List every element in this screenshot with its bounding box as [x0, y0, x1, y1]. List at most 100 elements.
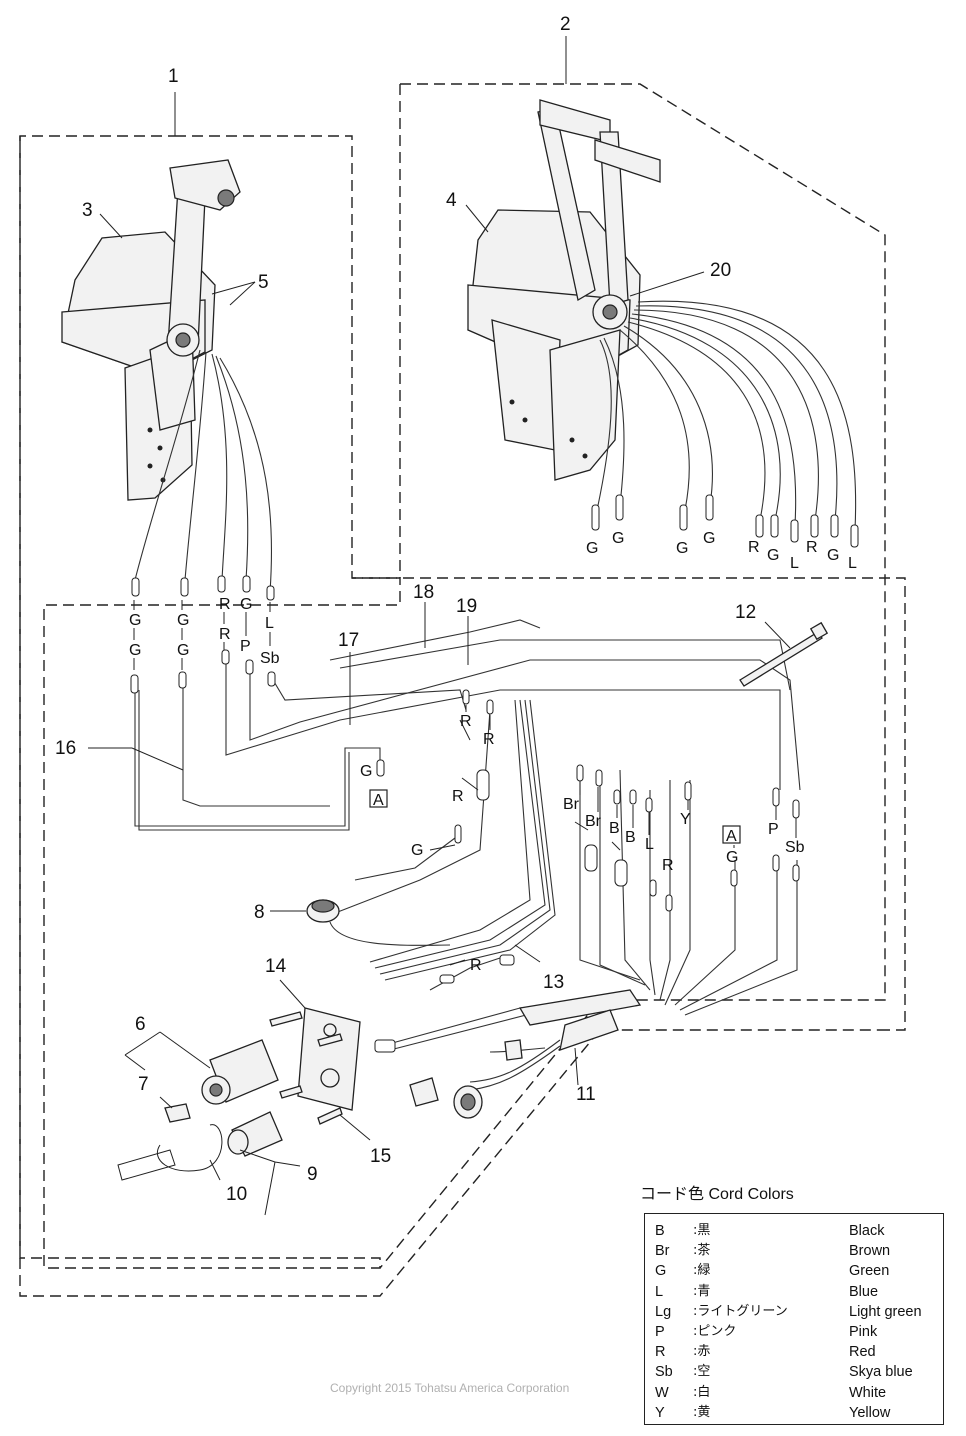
wire-label: R	[219, 626, 231, 643]
wire-label: G	[676, 540, 688, 557]
extension-harness	[130, 619, 801, 1119]
wire-label: Sb	[785, 839, 805, 856]
wire-label: R	[662, 857, 674, 874]
legend-code: R	[655, 1344, 666, 1361]
legend-row: L :青 Blue	[655, 1282, 943, 1302]
wire-label: R	[806, 539, 818, 556]
legend-english: Green	[849, 1263, 890, 1280]
legend-code: W	[655, 1384, 669, 1401]
copyright-text: Copyright 2015 Tohatsu America Corporati…	[330, 1381, 570, 1395]
wire-label: L	[848, 555, 857, 572]
ref-marker-a: A	[373, 792, 384, 809]
legend-english: Pink	[849, 1323, 878, 1340]
legend-code: Br	[655, 1243, 670, 1260]
legend-code: B	[655, 1223, 665, 1239]
wire-labels-top-row: G G G G R R G P L Sb	[129, 596, 280, 670]
legend-english: Blue	[849, 1283, 879, 1300]
wire-label: R	[452, 788, 464, 805]
wire-label: G	[177, 612, 189, 629]
legend-english: Black	[849, 1223, 885, 1239]
callout-4: 4	[446, 190, 457, 211]
callout-13: 13	[543, 972, 564, 993]
wire-label: B	[609, 820, 620, 837]
callout-8: 8	[254, 902, 265, 923]
wire-label: L	[265, 615, 274, 632]
wire-label: Br	[563, 796, 580, 813]
single-box-leads	[131, 349, 275, 601]
callout-numbers: 1 2 3 4 5 6 7 8 9 10 11 12 13 14 15 16 1…	[55, 14, 756, 1205]
callout-19: 19	[456, 596, 477, 617]
wire-label: G	[129, 642, 141, 659]
ref-marker-a: A	[726, 828, 737, 845]
callout-1: 1	[168, 66, 179, 87]
legend-row: G :緑 Green	[655, 1261, 943, 1281]
legend-japanese: :空	[693, 1364, 711, 1380]
wire-label: G	[129, 612, 141, 629]
legend-row: B :黒 Black	[655, 1221, 943, 1241]
wire-label: R	[483, 731, 495, 748]
outline-group-2	[379, 83, 886, 1269]
wire-label: G	[411, 842, 423, 859]
single-lever-remote-control	[61, 159, 241, 501]
legend-japanese: :白	[693, 1384, 711, 1400]
callout-9: 9	[307, 1164, 318, 1185]
legend-english: White	[849, 1384, 887, 1401]
callout-16: 16	[55, 738, 76, 759]
legend-title: コード色 Cord Colors	[640, 1186, 794, 1203]
legend-code: Sb	[655, 1364, 673, 1381]
dual-lever-remote-control	[467, 99, 661, 481]
legend-japanese: :黒	[693, 1223, 711, 1238]
legend-english: Red	[849, 1344, 876, 1361]
wire-label: G	[726, 849, 738, 866]
wire-label: L	[645, 836, 654, 853]
legend-japanese: :ライトグリーン	[693, 1303, 788, 1319]
wire-label: G	[240, 596, 252, 613]
legend-english: Skya blue	[849, 1364, 913, 1381]
legend-japanese: :青	[693, 1283, 711, 1299]
legend-code: L	[655, 1283, 664, 1300]
legend-row: Sb :空 Skya blue	[655, 1362, 943, 1382]
wire-label: P	[768, 821, 779, 838]
dual-box-leads	[591, 300, 859, 548]
legend-code: G	[655, 1263, 667, 1280]
wire-label: R	[219, 596, 231, 613]
wire-labels-middle: R R R G Br Br B B L R Y P Sb G G R	[360, 705, 805, 974]
wire-label: G	[360, 763, 372, 780]
wire-label: Y	[680, 811, 691, 828]
legend-english: Light green	[849, 1303, 922, 1320]
legend-english: Brown	[849, 1243, 891, 1260]
callout-11: 11	[576, 1084, 596, 1105]
wire-label: G	[586, 540, 598, 557]
callout-7: 7	[138, 1074, 149, 1095]
wire-label: G	[827, 547, 839, 564]
wire-label: Sb	[260, 650, 280, 667]
wire-label: R	[748, 539, 760, 556]
leader-lines	[88, 36, 791, 1216]
wire-label: Br	[585, 813, 602, 830]
callout-20: 20	[710, 260, 731, 281]
legend-row: W :白 White	[655, 1383, 943, 1403]
ref-markers: A A	[369, 789, 741, 845]
wire-label: R	[470, 957, 482, 974]
legend-row: R :赤 Red	[655, 1342, 943, 1362]
legend-japanese: :黄	[693, 1404, 711, 1420]
wire-label: G	[703, 530, 715, 547]
legend-code: Y	[655, 1404, 665, 1421]
callout-10: 10	[226, 1184, 247, 1205]
callout-12: 12	[735, 602, 756, 623]
legend-japanese: :緑	[693, 1263, 711, 1279]
callout-15: 15	[370, 1146, 391, 1167]
wire-labels-dual: G G G G R G L R G L	[586, 530, 857, 572]
wire-label: G	[177, 642, 189, 659]
legend-japanese: :赤	[693, 1344, 711, 1360]
wire-label: B	[625, 829, 636, 846]
callout-2: 2	[560, 14, 571, 35]
wire-label: R	[460, 713, 472, 730]
legend-code: P	[655, 1323, 665, 1340]
callout-17: 17	[338, 630, 359, 651]
